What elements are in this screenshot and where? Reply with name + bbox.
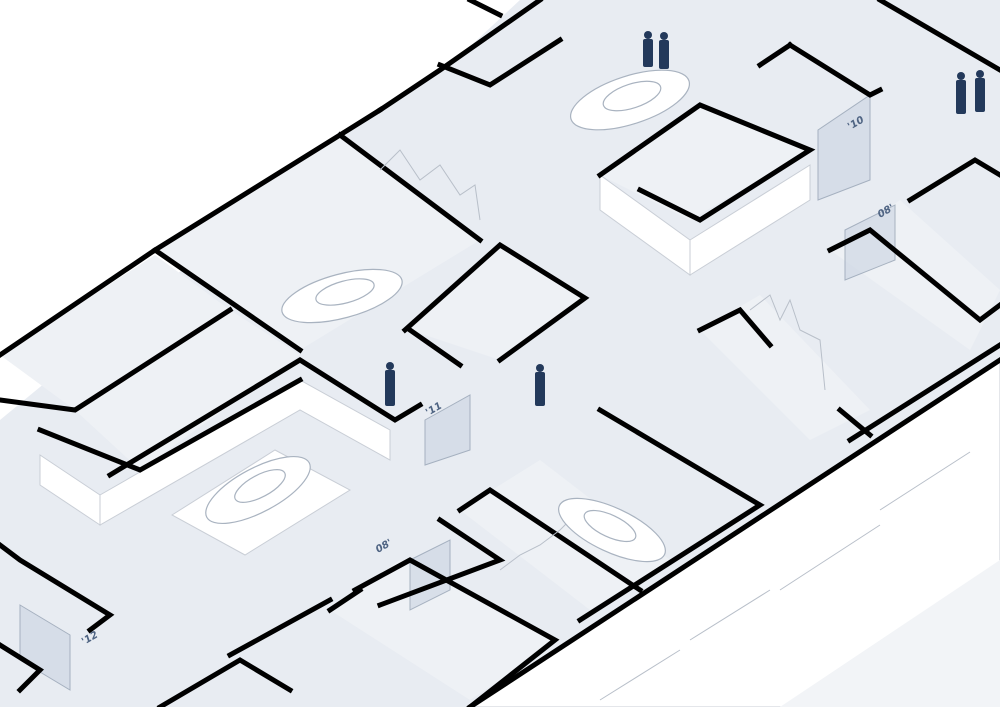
person-icon [956,72,966,114]
people [385,31,985,406]
person-icon [643,31,653,67]
person-icon [659,32,669,69]
cars [205,69,691,563]
car-icon [569,69,691,131]
car-icon [558,497,666,563]
person-icon [385,362,395,406]
car-icon [205,455,311,525]
folding-screens [379,149,826,571]
person-icon [975,70,985,112]
dotted-terrace [780,560,1000,707]
rooms [0,105,1000,700]
car-icon [281,268,403,324]
person-icon [535,364,545,406]
